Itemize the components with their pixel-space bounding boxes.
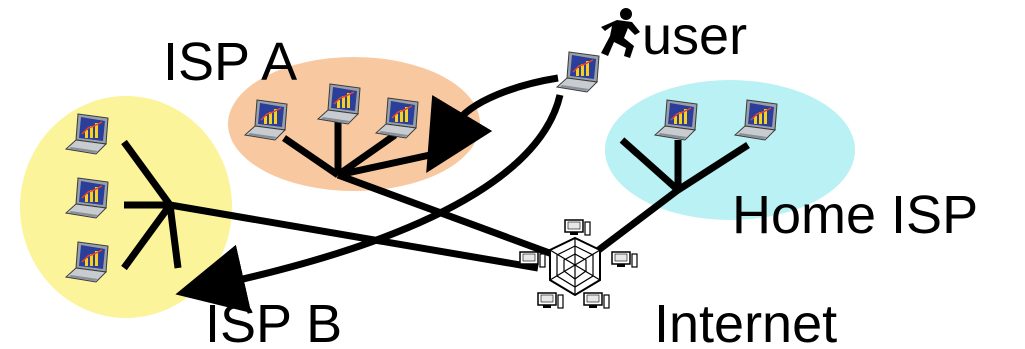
user-laptop-icon [556, 51, 600, 93]
home-isp-tree [619, 137, 750, 193]
label-isp-a: ISP A [163, 32, 297, 92]
link-home-isp-internet [589, 187, 681, 258]
label-user: user [642, 6, 747, 66]
label-home-isp: Home ISP [732, 185, 978, 245]
link-isp-b-internet [169, 201, 539, 272]
internet-network-icon [519, 219, 638, 309]
isp-a-tree [282, 120, 431, 179]
link-isp-a-internet [336, 171, 557, 259]
label-isp-b: ISP B [205, 294, 342, 349]
label-internet: Internet [654, 294, 837, 349]
move-arrow-to-isp-a [426, 74, 559, 173]
running-person-icon [601, 8, 640, 58]
isp-b-tree [121, 139, 182, 271]
move-arrow-to-isp-b [175, 94, 564, 314]
